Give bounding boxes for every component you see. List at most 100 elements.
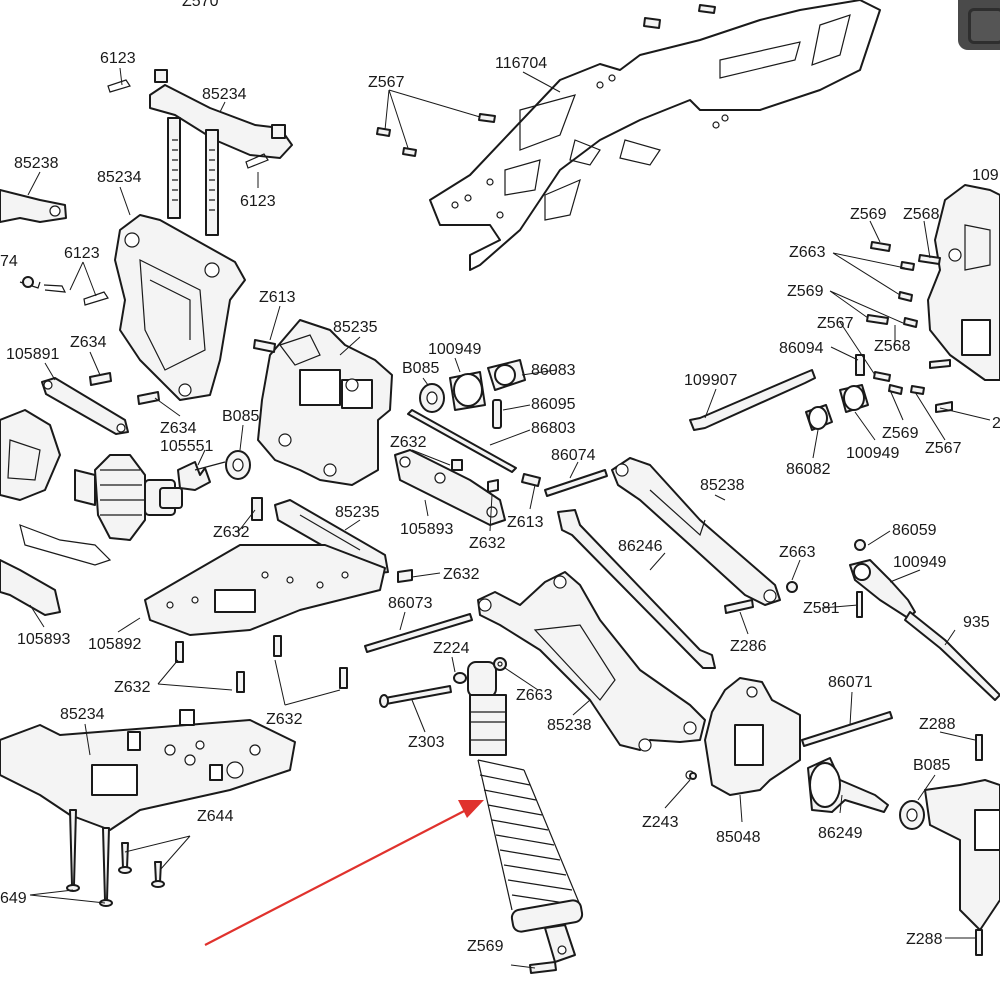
- label-6123-c: 6123: [64, 245, 100, 262]
- label-85234-a: 85234: [202, 86, 247, 103]
- nut-z663: [493, 657, 507, 671]
- label-86094: 86094: [779, 340, 824, 357]
- hub-carrier-85048: [685, 677, 801, 796]
- label-z567-c: Z567: [925, 440, 962, 457]
- shaft-109907: [689, 369, 869, 431]
- skid-plate-105892: [144, 544, 386, 636]
- outdrive-set: [419, 359, 526, 429]
- label-z569-b: Z569: [850, 206, 887, 223]
- label-935: 935: [963, 614, 990, 631]
- label-z632-e: Z632: [114, 679, 151, 696]
- label-z303: Z303: [408, 734, 445, 751]
- label-86074: 86074: [551, 447, 596, 464]
- label-85234-b: 85234: [97, 169, 142, 186]
- label-z568-b: Z568: [874, 338, 911, 355]
- label-z288-a: Z288: [919, 716, 956, 733]
- window-control-icon-inner: [968, 8, 1000, 44]
- label-100949-c: 100949: [893, 554, 946, 571]
- bearing-b085-left: [225, 450, 251, 480]
- shock-absorber: [453, 661, 584, 974]
- skid-plate-85234: [0, 709, 296, 831]
- red-pointer-arrow: [204, 800, 484, 946]
- label-649: 649: [0, 890, 27, 907]
- gear-housing-left: [0, 409, 61, 501]
- shaft-86073: [364, 613, 473, 653]
- chassis-plate-116704: [429, 0, 881, 271]
- label-z581: Z581: [803, 600, 840, 617]
- tie-bar-85235: [274, 499, 389, 575]
- label-z644: Z644: [197, 808, 234, 825]
- label-z663-c: Z663: [789, 244, 826, 261]
- label-z243: Z243: [642, 814, 679, 831]
- bearing-b085-right: [899, 800, 925, 830]
- pin-86071: [801, 711, 893, 747]
- label-z286: Z286: [730, 638, 767, 655]
- small-screws: [22, 4, 716, 693]
- label-b085-a: B085: [222, 408, 259, 425]
- label-85238-a: 85238: [14, 155, 59, 172]
- window-control-icon[interactable]: [958, 0, 1000, 50]
- label-109: 109: [972, 167, 999, 184]
- label-z569-d: Z569: [882, 425, 919, 442]
- label-86095: 86095: [531, 396, 576, 413]
- screws-right: [855, 241, 953, 413]
- link-105891: [41, 377, 129, 435]
- bulkhead-85234: [114, 214, 246, 401]
- label-z567-b: Z567: [817, 315, 854, 332]
- label-100949-a: 100949: [428, 341, 481, 358]
- label-z663-a: Z663: [516, 687, 553, 704]
- screws-z644: [66, 809, 165, 907]
- rear-hub: [924, 779, 1000, 931]
- pinion-105551: [177, 461, 226, 491]
- shaft-86246: [557, 509, 716, 669]
- label-85048: 85048: [716, 829, 761, 846]
- label-z632-a: Z632: [390, 434, 427, 451]
- arm-85238-lower: [477, 571, 706, 752]
- label-85238-b: 85238: [547, 717, 592, 734]
- label-86246: 86246: [618, 538, 663, 555]
- label-b085-b: B085: [402, 360, 439, 377]
- screws-lower-right: [689, 581, 983, 956]
- label-105891: 105891: [6, 346, 59, 363]
- rod-end-86059: [849, 539, 1000, 701]
- label-86083: 86083: [531, 362, 576, 379]
- label-z569-a: Z569: [467, 938, 504, 955]
- label-86073: 86073: [388, 595, 433, 612]
- label-74: 74: [0, 253, 18, 270]
- arm-85238-left: [0, 189, 67, 223]
- label-z567-a: Z567: [368, 74, 405, 91]
- label-6123-b: 6123: [240, 193, 276, 210]
- label-z632-c: Z632: [469, 535, 506, 552]
- label-109907: 109907: [684, 372, 737, 389]
- label-85234-c: 85234: [60, 706, 105, 723]
- axle-86249: [807, 757, 889, 813]
- label-105893-a: 105893: [400, 521, 453, 538]
- differential: [74, 454, 183, 541]
- bulkhead-85235: [257, 319, 393, 486]
- tie-bar-105893: [394, 449, 506, 526]
- gearbox-housing-right: [927, 184, 1000, 381]
- label-z632-f: Z632: [266, 711, 303, 728]
- leader-lines: [27, 67, 991, 969]
- label-z288-b: Z288: [906, 931, 943, 948]
- label-86803: 86803: [531, 420, 576, 437]
- label-z634-b: Z634: [160, 420, 197, 437]
- pin-86803: [407, 409, 517, 473]
- label-86071: 86071: [828, 674, 873, 691]
- label-z663-b: Z663: [779, 544, 816, 561]
- label-b085-c: B085: [913, 757, 950, 774]
- label-z569-c: Z569: [787, 283, 824, 300]
- label-105893-b: 105893: [17, 631, 70, 648]
- label-2: 2: [992, 415, 1000, 432]
- label-z568-a: Z568: [903, 206, 940, 223]
- pin-86074: [544, 469, 608, 497]
- label-85238-c: 85238: [700, 477, 745, 494]
- label-6123-a: 6123: [100, 50, 136, 67]
- label-86082: 86082: [786, 461, 831, 478]
- part-labels: Z570 6123 85234 85238 85234 6123 6123 74…: [0, 0, 1000, 955]
- label-85235-b: 85235: [335, 504, 380, 521]
- label-z632-d: Z632: [443, 566, 480, 583]
- body-mount-85234-top: [149, 69, 293, 236]
- label-86059: 86059: [892, 522, 937, 539]
